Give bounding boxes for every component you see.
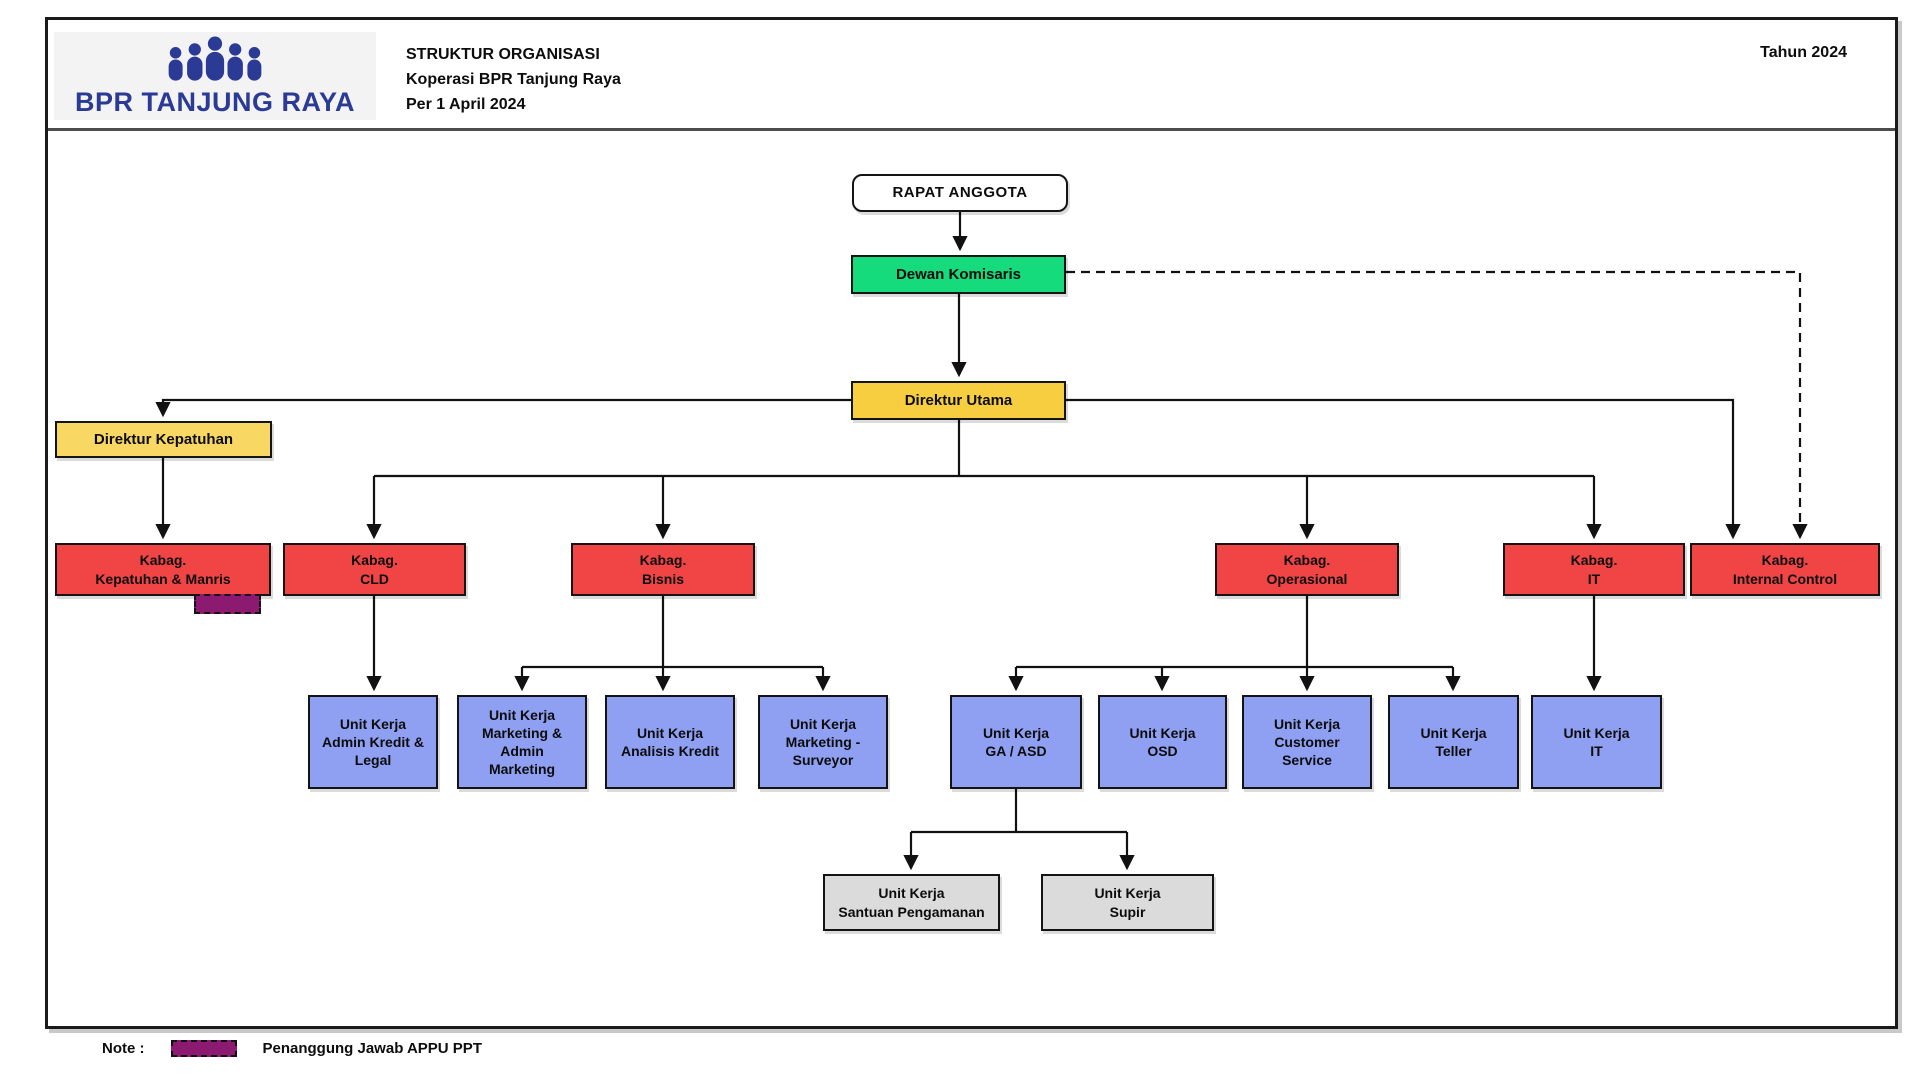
connector	[1066, 398, 1741, 540]
page-title: STRUKTUR ORGANISASI	[406, 46, 600, 63]
header-title-block: STRUKTUR ORGANISASI Koperasi BPR Tanjung…	[406, 42, 621, 117]
connector-dashed	[1066, 270, 1808, 540]
page-subtitle: Koperasi BPR Tanjung Raya	[406, 71, 621, 88]
company-logo: BPR TANJUNG RAYA	[54, 32, 376, 120]
page-date: Per 1 April 2024	[406, 96, 526, 113]
legend-swatch	[170, 1040, 237, 1057]
header-divider	[48, 128, 1895, 131]
people-icon	[168, 36, 262, 81]
logo-text: BPR TANJUNG RAYA	[74, 86, 356, 117]
connector	[155, 398, 851, 418]
year-label: Tahun 2024	[1760, 44, 1847, 61]
legend-text: Penanggung Jawab APPU PPT	[262, 1040, 482, 1057]
legend-note: Note : Penanggung Jawab APPU PPT	[102, 1040, 482, 1057]
note-label: Note :	[102, 1040, 145, 1057]
